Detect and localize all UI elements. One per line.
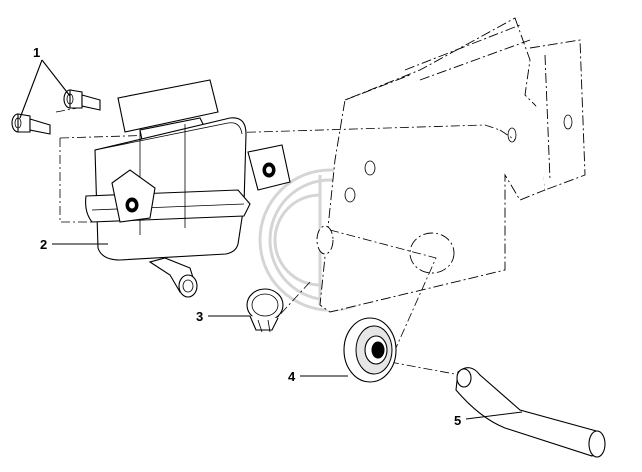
grommet: [343, 317, 397, 383]
hose-clamp: [246, 288, 284, 333]
callout-1: 1: [33, 45, 40, 60]
bolt-upper: [63, 89, 101, 111]
body-panel: [316, 17, 586, 313]
hose: [455, 367, 606, 458]
reservoir-tank: [85, 117, 291, 298]
callout-5: 5: [454, 413, 461, 428]
callout-2: 2: [40, 237, 47, 252]
leader-lines: [19, 59, 523, 420]
callout-3: 3: [196, 309, 203, 324]
bolt-lower: [11, 113, 51, 135]
callout-4: 4: [288, 369, 296, 384]
